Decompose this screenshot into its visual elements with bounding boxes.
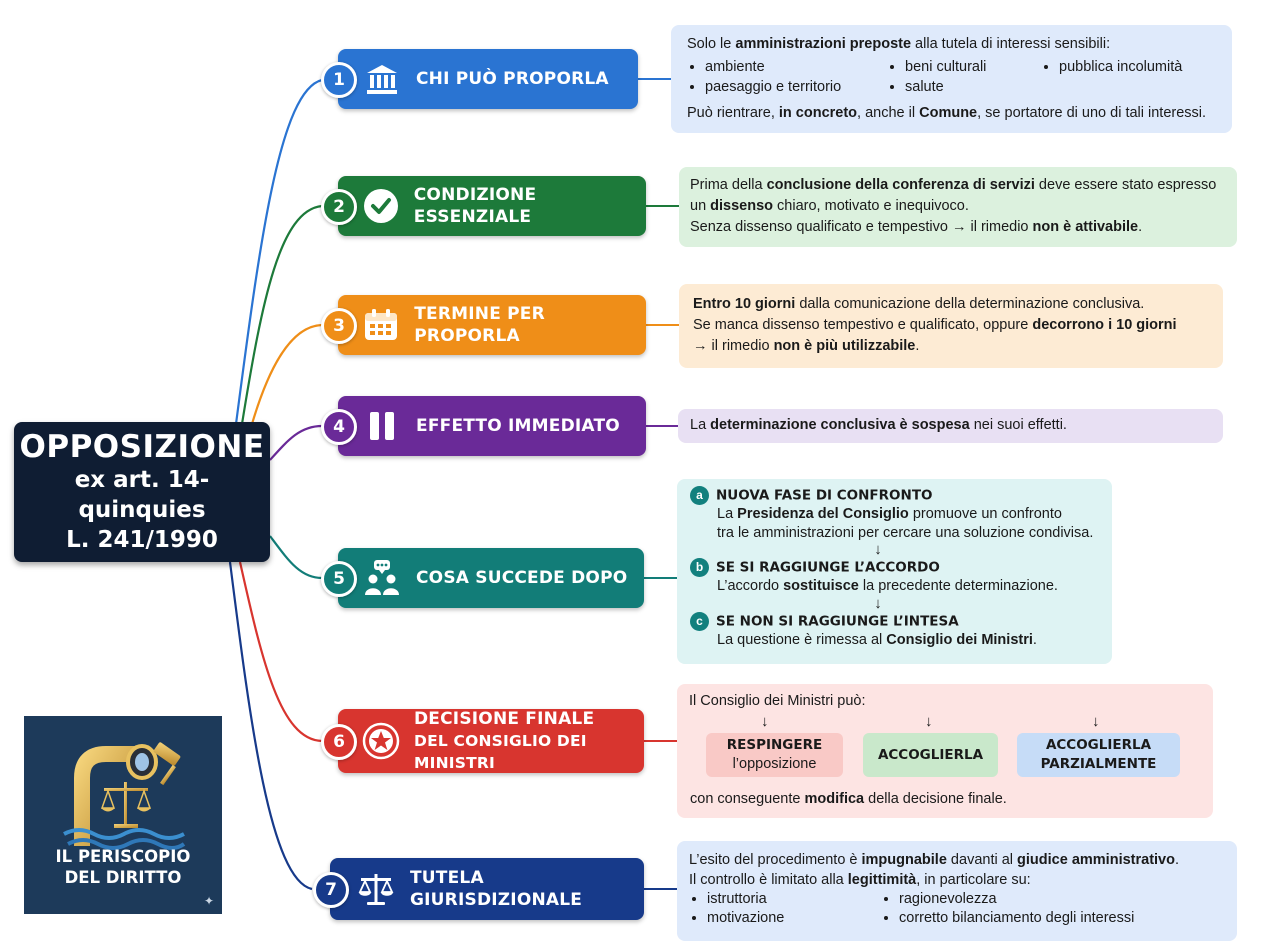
card6-footer: con conseguente modifica della decisione… [690, 791, 1007, 807]
step-badge-1: 1 [321, 62, 357, 98]
card3-line2: Se manca dissenso tempestivo e qualifica… [693, 317, 1177, 333]
card1-intro: Solo le amministrazioni preposte alla tu… [687, 36, 1111, 52]
card-condizione-essenziale: Prima della conclusione della conferenza… [679, 167, 1237, 247]
node-effetto-immediato: EFFETTO IMMEDIATO [338, 396, 646, 456]
option-respingere: RESPINGERE l’opposizione [706, 733, 843, 777]
list-item: motivazione [707, 909, 881, 928]
node-chi-puo-proporla: CHI PUÒ PROPORLA [338, 49, 638, 109]
logo-title-line2: DEL DIRITTO [64, 868, 182, 887]
step-badge-2: 2 [321, 189, 357, 225]
list-item: pubblica incolumità [1059, 57, 1182, 77]
down-arrow-icon: ↓ [1092, 713, 1100, 730]
node-cosa-succede-dopo: COSA SUCCEDE DOPO [338, 548, 644, 608]
card-effetto-immediato: La determinazione conclusiva è sospesa n… [678, 409, 1223, 443]
list-item: istruttoria [707, 890, 881, 909]
sub-badge-b: b [690, 558, 709, 577]
check-circle-icon [362, 186, 400, 226]
list-item: ambiente [705, 57, 887, 77]
list-item: salute [905, 77, 1041, 97]
step-badge-6: 6 [321, 724, 357, 760]
down-arrow-icon: ↓ [761, 713, 769, 730]
sub-badge-c: c [690, 611, 709, 631]
connector-2 [240, 204, 323, 425]
root-node: OPPOSIZIONE ex art. 14-quinquies L. 241/… [14, 422, 270, 562]
card7-line1: L’esito del procedimento è impugnabile d… [689, 852, 1180, 868]
card7-line2: Il controllo è limitato alla legittimità… [689, 872, 1031, 888]
node-label: TERMINE PER PROPORLA [414, 304, 545, 346]
connector-3 [250, 323, 323, 425]
node-label: COSA SUCCEDE DOPO [416, 568, 628, 588]
card5-a-line1: La Presidenza del Consiglio promuove un … [717, 506, 1062, 522]
node-termine-per-proporla: TERMINE PER PROPORLA [338, 295, 646, 355]
node-label-line2: DEL CONSIGLIO DEI MINISTRI [414, 732, 587, 772]
card2-line3: Senza dissenso qualificato e tempestivo … [690, 219, 1143, 235]
step-badge-4: 4 [321, 409, 357, 445]
card1-footer: Può rientrare, in concreto, anche il Com… [687, 105, 1207, 121]
node-tutela-giurisdizionale: TUTELA GIURISDIZIONALE [330, 858, 644, 920]
logo-title-line1: IL PERISCOPIO [55, 847, 191, 866]
option-accoglierla: ACCOGLIERLA [863, 733, 998, 777]
logo: IL PERISCOPIO DEL DIRITTO ✦ [24, 716, 222, 914]
card5-b-line1: L’accordo sostituisce la precedente dete… [717, 578, 1058, 594]
card3-line1: Entro 10 giorni dalla comunicazione dell… [693, 296, 1145, 312]
card5-c-line1: La questione è rimessa al Consiglio dei … [717, 631, 1037, 648]
card6-intro: Il Consiglio dei Ministri può: [689, 693, 866, 709]
card7-list: istruttoriamotivazione ragionevolezzacor… [689, 890, 1225, 928]
down-arrow-icon: ↓ [925, 713, 933, 730]
root-title: OPPOSIZIONE [19, 429, 265, 465]
node-label-line2: GIURISDIZIONALE [410, 890, 583, 910]
connector-1 [234, 78, 323, 425]
node-label: CHI PUÒ PROPORLA [416, 69, 609, 89]
node-label-line1: DECISIONE FINALE [414, 709, 595, 729]
card1-list: ambientepaesaggio e territorio beni cult… [687, 57, 1218, 97]
node-label: EFFETTO IMMEDIATO [416, 416, 620, 436]
list-item: paesaggio e territorio [705, 77, 887, 97]
connector-7 [228, 561, 313, 891]
node-decisione-finale: DECISIONE FINALE DEL CONSIGLIO DEI MINIS… [338, 709, 644, 773]
step-badge-7: 7 [313, 872, 349, 908]
card-chi-puo-proporla: Solo le amministrazioni preposte alla tu… [671, 25, 1232, 133]
root-law: L. 241/1990 [66, 527, 218, 553]
step-badge-3: 3 [321, 308, 357, 344]
card-tutela-giurisdizionale: L’esito del procedimento è impugnabile d… [677, 841, 1237, 941]
node-label: CONDIZIONE ESSENZIALE [413, 185, 537, 227]
card-termine-per-proporla: Entro 10 giorni dalla comunicazione dell… [679, 284, 1223, 368]
sub-badge-a: a [690, 486, 709, 505]
people-chat-icon [362, 558, 402, 598]
node-label-line1: TUTELA [410, 868, 484, 888]
calendar-icon [362, 305, 400, 345]
node-condizione-essenziale: CONDIZIONE ESSENZIALE [338, 176, 646, 236]
card3-line3: → il rimedio non è più utilizzabile. [693, 338, 920, 354]
root-subtitle: ex art. 14-quinquies [74, 467, 210, 523]
list-item: corretto bilanciamento degli interessi [899, 909, 1134, 928]
sparkle-icon: ✦ [204, 894, 215, 908]
scales-icon [356, 869, 396, 909]
emblem-icon [362, 721, 400, 761]
card-decisione-finale: Il Consiglio dei Ministri può: ↓ ↓ ↓ RES… [677, 684, 1213, 818]
option-accoglierla-parzialmente: ACCOGLIERLA PARZIALMENTE [1017, 733, 1180, 777]
pause-icon [362, 406, 402, 446]
down-arrow-icon: ↓ [874, 541, 882, 558]
periscope-logo-icon [63, 742, 186, 850]
list-item: ragionevolezza [899, 890, 1134, 909]
connector-4 [269, 424, 323, 461]
card5-a-line2: tra le amministrazioni per cercare una s… [717, 524, 1094, 541]
card2-line1: Prima della conclusione della conferenza… [690, 177, 1217, 193]
down-arrow-icon: ↓ [874, 594, 882, 612]
bank-icon [362, 59, 402, 99]
card4-text: La determinazione conclusiva è sospesa n… [690, 417, 1067, 433]
list-item: beni culturali [905, 57, 1041, 77]
connector-5 [269, 535, 323, 580]
step-badge-5: 5 [321, 561, 357, 597]
card2-line2: un dissenso chiaro, motivato e inequivoc… [690, 198, 969, 214]
connector-6 [238, 561, 323, 743]
